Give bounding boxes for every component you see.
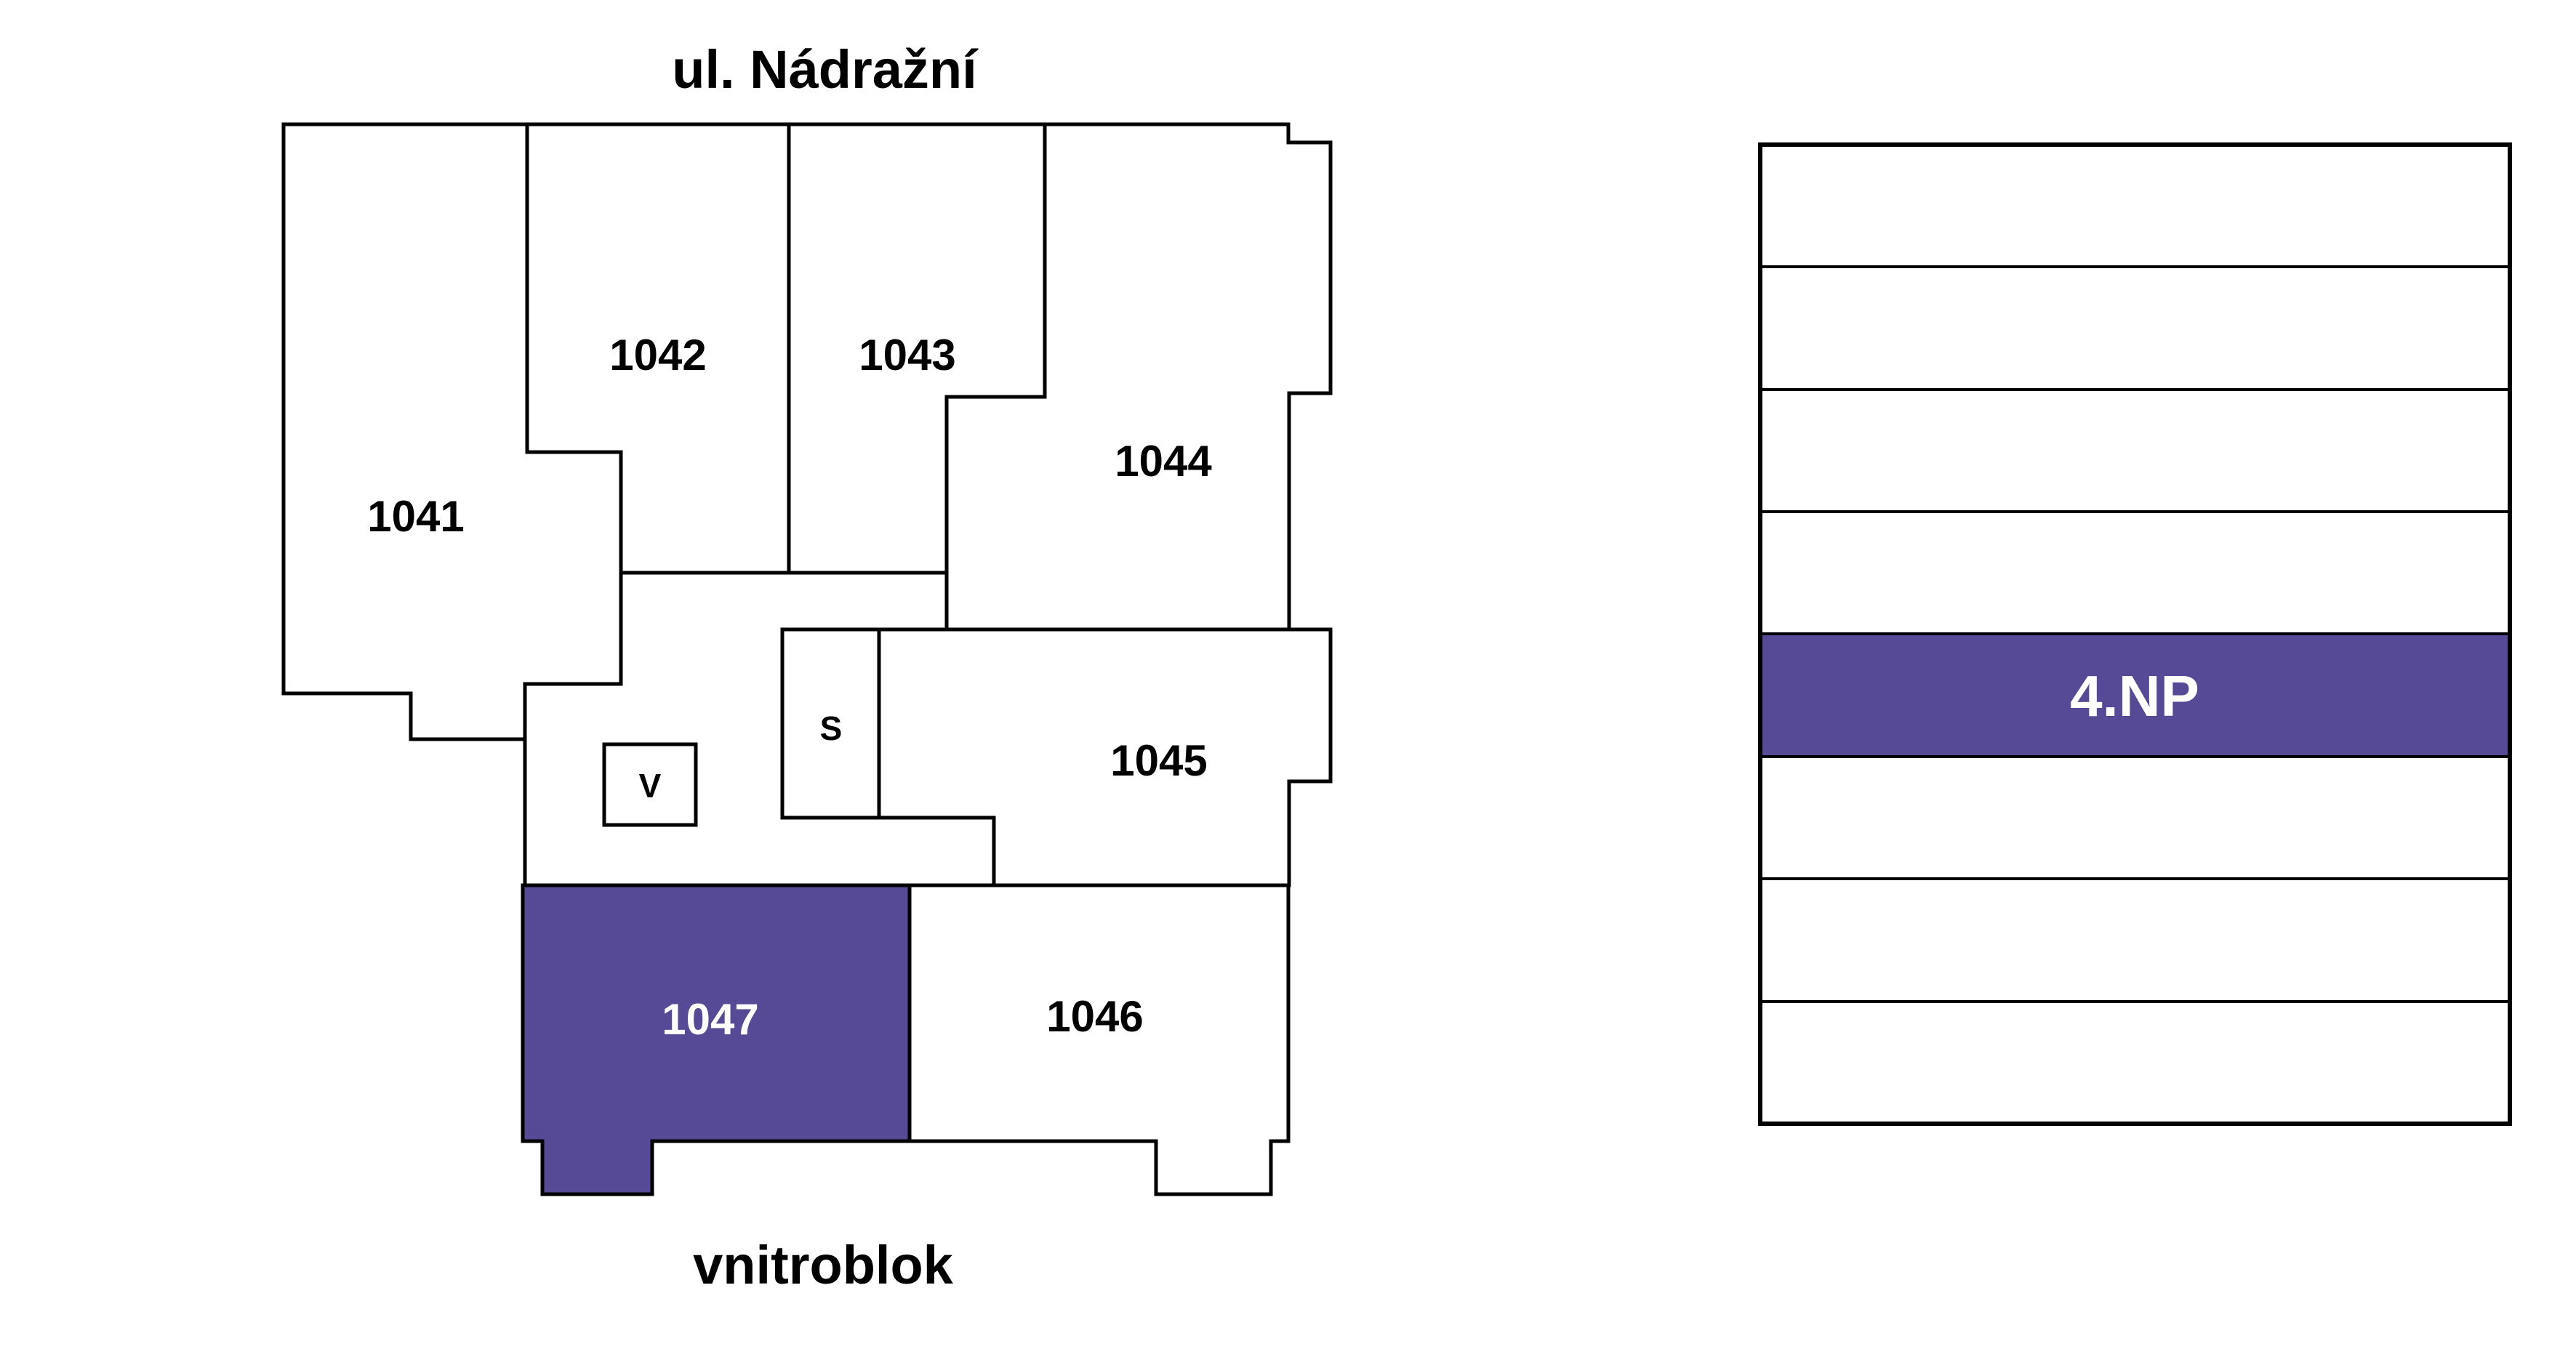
staircase-box	[780, 627, 881, 820]
floor-row-7[interactable]	[1759, 877, 2511, 1003]
floor-row-2[interactable]	[1759, 265, 2511, 391]
floor-selector: 4.NP	[1758, 142, 2512, 1126]
floor-row-6[interactable]	[1759, 755, 2511, 880]
floor-row-1[interactable]	[1759, 143, 2511, 268]
floor-row-8[interactable]	[1759, 1000, 2511, 1125]
courtyard-label: vnitroblok	[693, 1235, 954, 1295]
street-label: ul. Nádražní	[672, 39, 979, 100]
floor-selector-frame	[1758, 142, 2512, 1126]
elevator-box	[602, 742, 698, 827]
unit-1044-region[interactable]	[944, 122, 1333, 632]
floor-row-5-selected[interactable]	[1759, 632, 2511, 758]
floor-plan: ul. Nádražní 1041 1042 1043 1044 1045 10…	[281, 39, 1333, 1295]
unit-1047-region-selected[interactable]	[521, 883, 912, 1196]
floor-row-4[interactable]	[1759, 510, 2511, 635]
unit-1046-region[interactable]	[907, 883, 1291, 1196]
floor-row-3[interactable]	[1759, 388, 2511, 513]
